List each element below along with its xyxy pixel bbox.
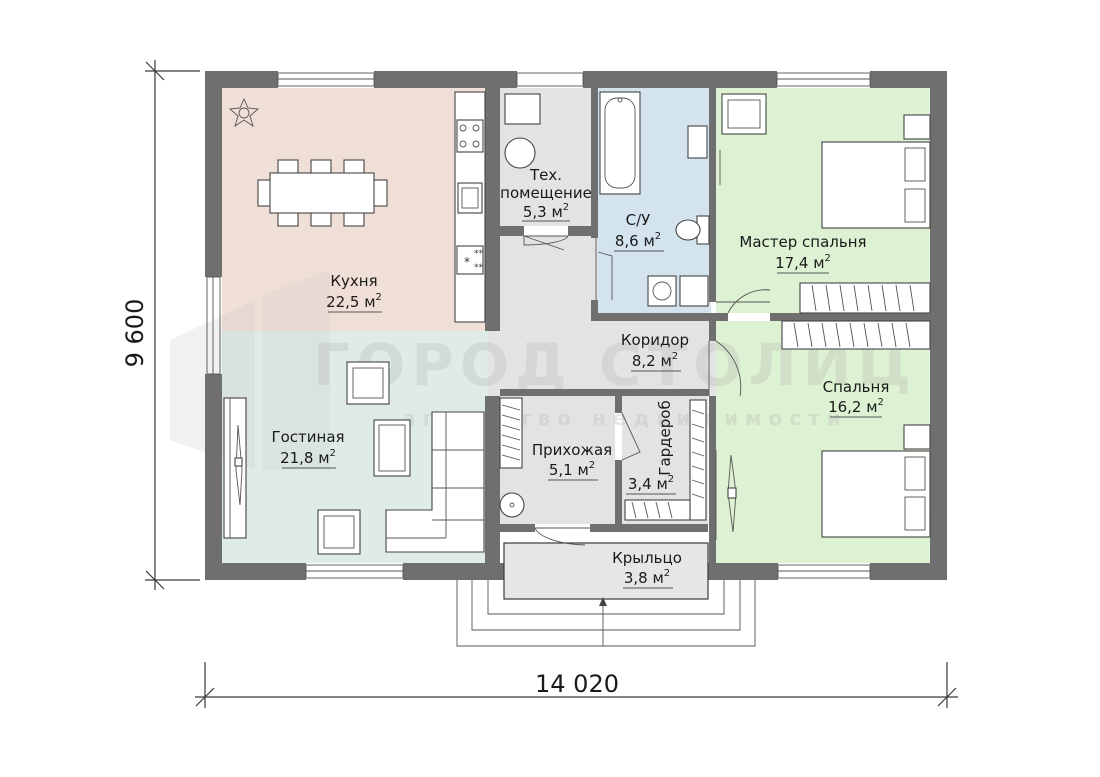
porch-area: 3,8 м	[624, 569, 664, 587]
svg-text:5,3 м2: 5,3 м2	[523, 202, 569, 221]
dimension-width: 14 020	[195, 662, 958, 708]
label-living: Гостиная 21,8 м2	[271, 428, 345, 469]
bedroom-furniture	[715, 320, 931, 540]
interior-walls	[485, 88, 930, 563]
hall-name: Прихожая	[532, 441, 612, 459]
tech-furniture	[504, 93, 541, 169]
label-corridor: Коридор 8,2 м2	[621, 331, 689, 372]
svg-text:16,2 м2: 16,2 м2	[828, 397, 884, 416]
tech-name-1: Тех.	[529, 166, 562, 184]
tech-name-2: помещение	[500, 184, 592, 202]
width-value: 14 020	[535, 670, 619, 698]
wardrobe-area: 3,4 м	[628, 475, 668, 493]
master-area: 17,4 м	[775, 254, 824, 272]
bedroom-area: 16,2 м	[828, 398, 877, 416]
svg-text:**: **	[474, 263, 484, 273]
height-value: 9 600	[121, 299, 149, 368]
bath-name: С/У	[626, 211, 651, 229]
porch-floor	[504, 543, 708, 599]
bath-furniture	[599, 91, 710, 307]
bath-area: 8,6 м	[615, 232, 655, 250]
doors	[523, 235, 771, 546]
svg-text:5,1 м2: 5,1 м2	[549, 460, 595, 479]
label-bedroom: Спальня 16,2 м2	[823, 378, 890, 418]
svg-text:8,6 м2: 8,6 м2	[615, 231, 661, 250]
corridor-name: Коридор	[621, 331, 689, 349]
kitchen-area: 22,5 м	[326, 293, 375, 311]
living-furniture	[223, 361, 485, 555]
master-furniture	[719, 93, 931, 314]
label-kitchen: Кухня 22,5 м2	[326, 272, 382, 313]
porch-steps	[456, 542, 756, 647]
porch-name: Крыльцо	[612, 549, 682, 567]
kitchen-furniture: * ** **	[228, 91, 486, 323]
watermark: ГОРОД СТОЛИЦ агентство недвижимости	[170, 270, 911, 470]
svg-text:21,8 м2: 21,8 м2	[280, 448, 336, 467]
corridor-area: 8,2 м	[632, 352, 672, 370]
tech-area: 5,3 м	[523, 203, 563, 221]
exterior-walls	[205, 71, 947, 580]
living-name: Гостиная	[271, 428, 344, 446]
bedroom-name: Спальня	[823, 378, 890, 396]
svg-text:22,5 м2: 22,5 м2	[326, 292, 382, 311]
hall-area: 5,1 м	[549, 461, 589, 479]
label-bath: С/У 8,6 м2	[614, 211, 664, 252]
svg-text:**: **	[474, 249, 484, 259]
master-name: Мастер спальня	[739, 233, 866, 251]
label-porch: Крыльцо 3,8 м2	[612, 549, 682, 589]
svg-text:17,4 м2: 17,4 м2	[775, 253, 831, 272]
label-tech: Тех. помещение 5,3 м2	[500, 166, 592, 222]
svg-text:*: *	[464, 255, 470, 269]
label-hall: Прихожая 5,1 м2	[532, 441, 612, 481]
label-wardrobe: Гардероб 3,4 м2	[626, 400, 676, 495]
kitchen-name: Кухня	[330, 272, 377, 290]
hall-furniture	[499, 397, 707, 521]
svg-text:3,4 м2: 3,4 м2	[628, 474, 674, 493]
wardrobe-name: Гардероб	[656, 400, 674, 475]
svg-text:8,2 м2: 8,2 м2	[632, 351, 678, 370]
living-area: 21,8 м	[280, 449, 329, 467]
dimension-height: 9 600	[121, 60, 200, 590]
windows	[206, 72, 871, 579]
svg-text:3,8 м2: 3,8 м2	[624, 568, 670, 587]
label-master: Мастер спальня 17,4 м2	[739, 233, 867, 274]
area-sup: 2	[376, 292, 382, 303]
